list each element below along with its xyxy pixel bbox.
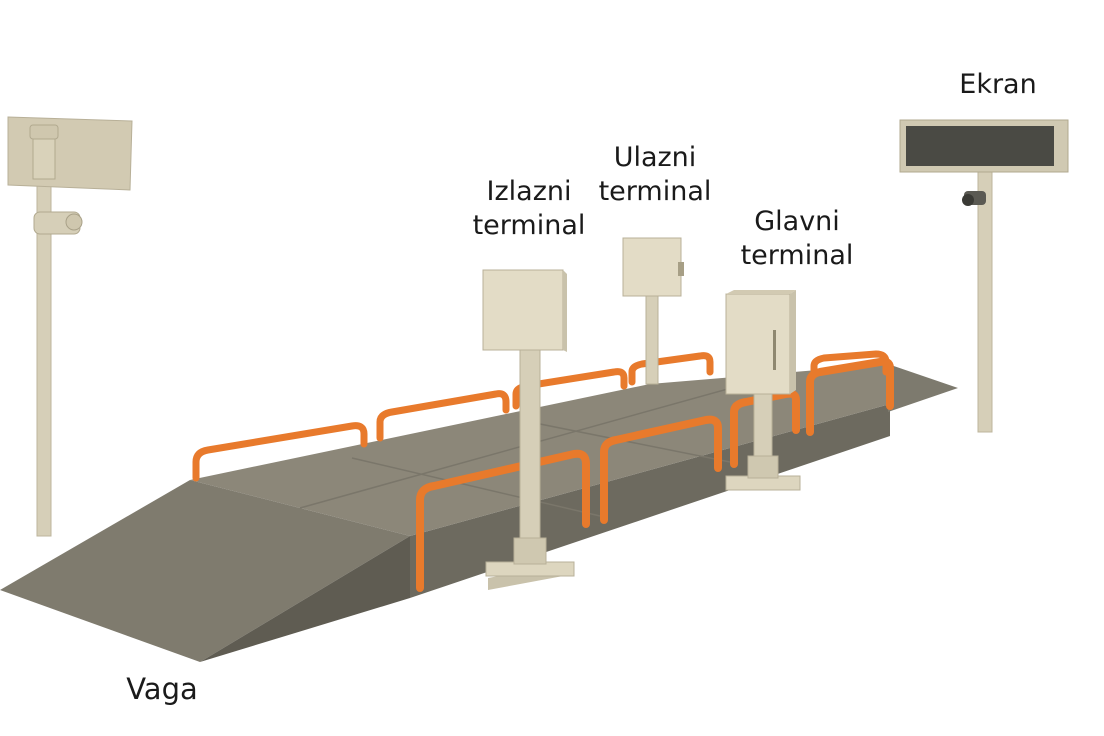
glavni-terminal xyxy=(725,290,801,491)
left-ramp xyxy=(0,480,410,662)
display-screen xyxy=(906,126,1054,166)
railing-back xyxy=(192,350,890,482)
label-ulazni-line1: Ulazni xyxy=(613,142,697,173)
ulazni-terminal xyxy=(622,237,684,385)
label-izlazni-line1: Izlazni xyxy=(486,176,572,207)
label-ulazni-terminal: Ulazni terminal xyxy=(588,141,722,209)
left-ramp-side xyxy=(200,536,410,662)
label-izlazni-line2: terminal xyxy=(472,210,586,241)
left-sign-panel xyxy=(7,116,133,191)
label-vaga: Vaga xyxy=(126,672,198,706)
right-ramp xyxy=(888,364,958,412)
railing-front xyxy=(416,357,894,592)
label-glavni-terminal: Glavni terminal xyxy=(730,205,864,273)
label-glavni-line2: terminal xyxy=(740,240,854,271)
label-glavni-line1: Glavni xyxy=(754,206,840,237)
label-ulazni-line2: terminal xyxy=(598,176,712,207)
izlazni-terminal xyxy=(482,269,575,590)
right-display-pole xyxy=(899,119,1069,433)
left-camera-pole xyxy=(7,116,133,537)
label-ekran: Ekran xyxy=(959,69,1037,100)
label-izlazni-terminal: Izlazni terminal xyxy=(462,175,596,243)
